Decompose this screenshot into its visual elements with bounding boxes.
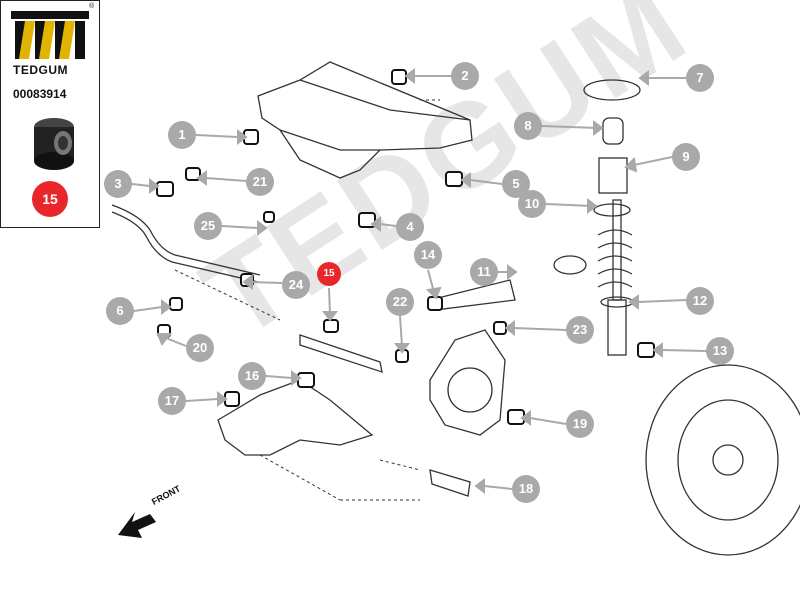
callout-25[interactable]: 25 [194, 212, 222, 240]
subframe-beam [299, 79, 471, 121]
spring-seat [593, 203, 631, 217]
bushing-4 [358, 212, 376, 228]
bushing-19 [507, 409, 525, 425]
bushing-13 [637, 342, 655, 358]
brand-panel: ® TEDGUM 00083914 15 [0, 0, 100, 228]
callout-11[interactable]: 11 [470, 258, 498, 286]
callout-9[interactable]: 9 [672, 143, 700, 171]
registered-mark: ® [89, 3, 95, 10]
callout-18[interactable]: 18 [512, 475, 540, 503]
callout-3[interactable]: 3 [104, 170, 132, 198]
toe-link [429, 469, 471, 497]
bushing-product-image [34, 118, 74, 170]
part-number: 00083914 [13, 87, 67, 101]
brand-name: TEDGUM [13, 63, 68, 77]
callout-22[interactable]: 22 [386, 288, 414, 316]
stabilizer-bar-inner [111, 211, 259, 283]
subframe [257, 61, 473, 179]
callout-10[interactable]: 10 [518, 190, 546, 218]
callout-12[interactable]: 12 [686, 287, 714, 315]
top-mount [583, 79, 641, 101]
strut-bearing [553, 255, 587, 275]
callout-6[interactable]: 6 [106, 297, 134, 325]
callout-14[interactable]: 14 [414, 241, 442, 269]
callout-21[interactable]: 21 [246, 168, 274, 196]
callout-15-highlighted[interactable]: 15 [317, 262, 341, 286]
callout-20[interactable]: 20 [186, 334, 214, 362]
bushing-23 [493, 321, 507, 335]
bushing-5 [445, 171, 463, 187]
hub-bore [447, 367, 493, 413]
callout-8[interactable]: 8 [514, 112, 542, 140]
bushing-25 [263, 211, 275, 223]
callout-24[interactable]: 24 [282, 271, 310, 299]
callout-7[interactable]: 7 [686, 64, 714, 92]
bushing-16 [297, 372, 315, 388]
callout-19[interactable]: 19 [566, 410, 594, 438]
knuckle [429, 329, 506, 436]
highlight-badge: 15 [32, 181, 68, 217]
callout-13[interactable]: 13 [706, 337, 734, 365]
lower-control-arm [217, 379, 374, 456]
dashed-line-c [259, 454, 341, 501]
bushing-6 [169, 297, 183, 311]
callout-16[interactable]: 16 [238, 362, 266, 390]
shock-body [607, 299, 627, 356]
tedgum-logo [11, 11, 89, 59]
wheel-tire [645, 364, 800, 556]
callout-4[interactable]: 4 [396, 213, 424, 241]
wheel-rim [677, 399, 779, 521]
dashed-line-b [340, 459, 421, 501]
link-arm [299, 334, 383, 373]
callout-23[interactable]: 23 [566, 316, 594, 344]
wheel-hub [712, 444, 744, 476]
subframe-arm [279, 129, 380, 151]
lower-spring-seat [600, 296, 634, 308]
front-arrow [118, 512, 156, 538]
shock-rod [612, 199, 622, 301]
coil-spring [597, 229, 633, 288]
dust-cover [598, 157, 628, 194]
bushing-2 [391, 69, 407, 85]
callout-2[interactable]: 2 [451, 62, 479, 90]
bushing-14 [427, 296, 443, 311]
callout-1[interactable]: 1 [168, 121, 196, 149]
stabilizer-bar [111, 204, 261, 276]
bushing-21 [185, 167, 201, 181]
bump-stop [602, 117, 624, 145]
bushing-3 [156, 181, 174, 197]
callout-17[interactable]: 17 [158, 387, 186, 415]
bushing-15 [323, 319, 339, 333]
dashed-line-a [174, 269, 281, 321]
